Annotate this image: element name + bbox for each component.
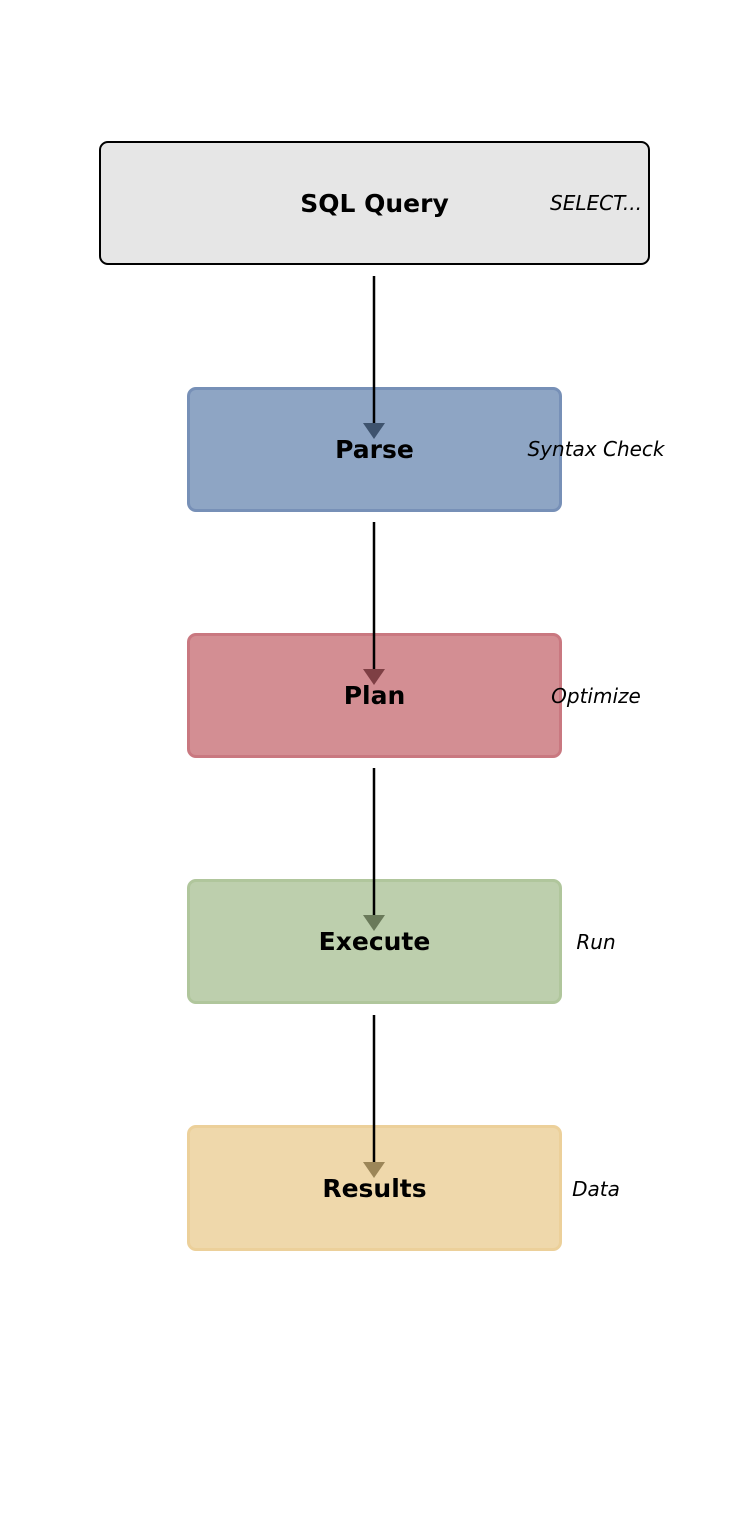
execute-label: Execute	[318, 927, 431, 956]
execute-annotation: Run	[576, 930, 616, 954]
plan-annotation: Optimize	[551, 684, 641, 708]
results-node: Results	[187, 1125, 562, 1251]
results-annotation: Data	[572, 1177, 620, 1201]
sql-query-node: SQL Query	[99, 141, 650, 265]
plan-node: Plan	[187, 633, 562, 758]
sql-query-annotation: SELECT...	[550, 191, 642, 215]
sql-query-label: SQL Query	[300, 188, 449, 218]
plan-label: Plan	[343, 681, 406, 710]
execute-node: Execute	[187, 879, 562, 1004]
parse-annotation: Syntax Check	[527, 437, 665, 461]
results-label: Results	[322, 1173, 427, 1203]
parse-node: Parse	[187, 387, 562, 512]
parse-label: Parse	[335, 435, 414, 464]
